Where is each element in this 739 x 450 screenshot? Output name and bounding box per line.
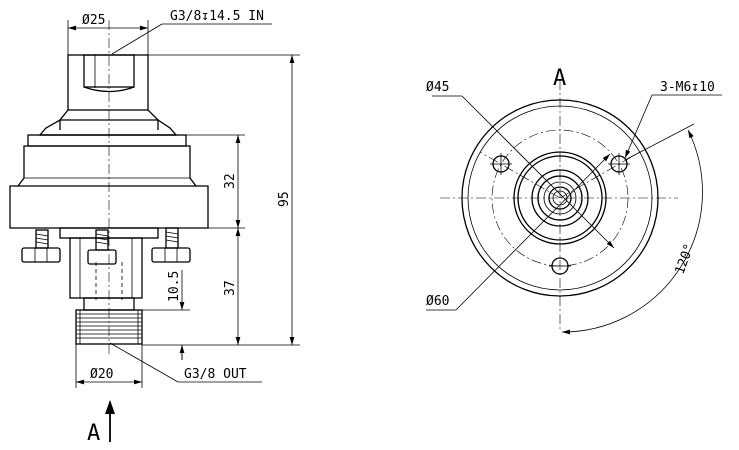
flange-diameter-label: Ø60 [426,294,449,309]
outlet-stem [69,237,143,345]
inlet-thread-label: G3/8↧14.5 IN [170,9,264,24]
thread-length-label: 10.5 [167,271,182,302]
end-view-title: A [553,66,566,91]
body-height-label: 32 [223,173,238,189]
outlet-diameter-label: Ø20 [90,367,113,382]
top-diameter-label: Ø25 [82,13,105,28]
adjust-screws [21,227,191,265]
hole-callout-label: 3-M6↧10 [660,80,715,95]
lower-height-label: 37 [223,280,238,296]
outlet-thread-label: G3/8 OUT [184,367,247,382]
view-arrow-label: A [87,421,100,446]
total-height-label: 95 [277,191,292,207]
bolt-circle-label: Ø45 [426,80,449,95]
end-view: A Ø45 [426,66,722,335]
inlet-boss [59,54,159,130]
angle-label: 120° [673,242,698,277]
side-view: Ø25 G3/8↧14.5 IN 32 95 37 10.5 G3/8 OUT … [9,9,300,446]
